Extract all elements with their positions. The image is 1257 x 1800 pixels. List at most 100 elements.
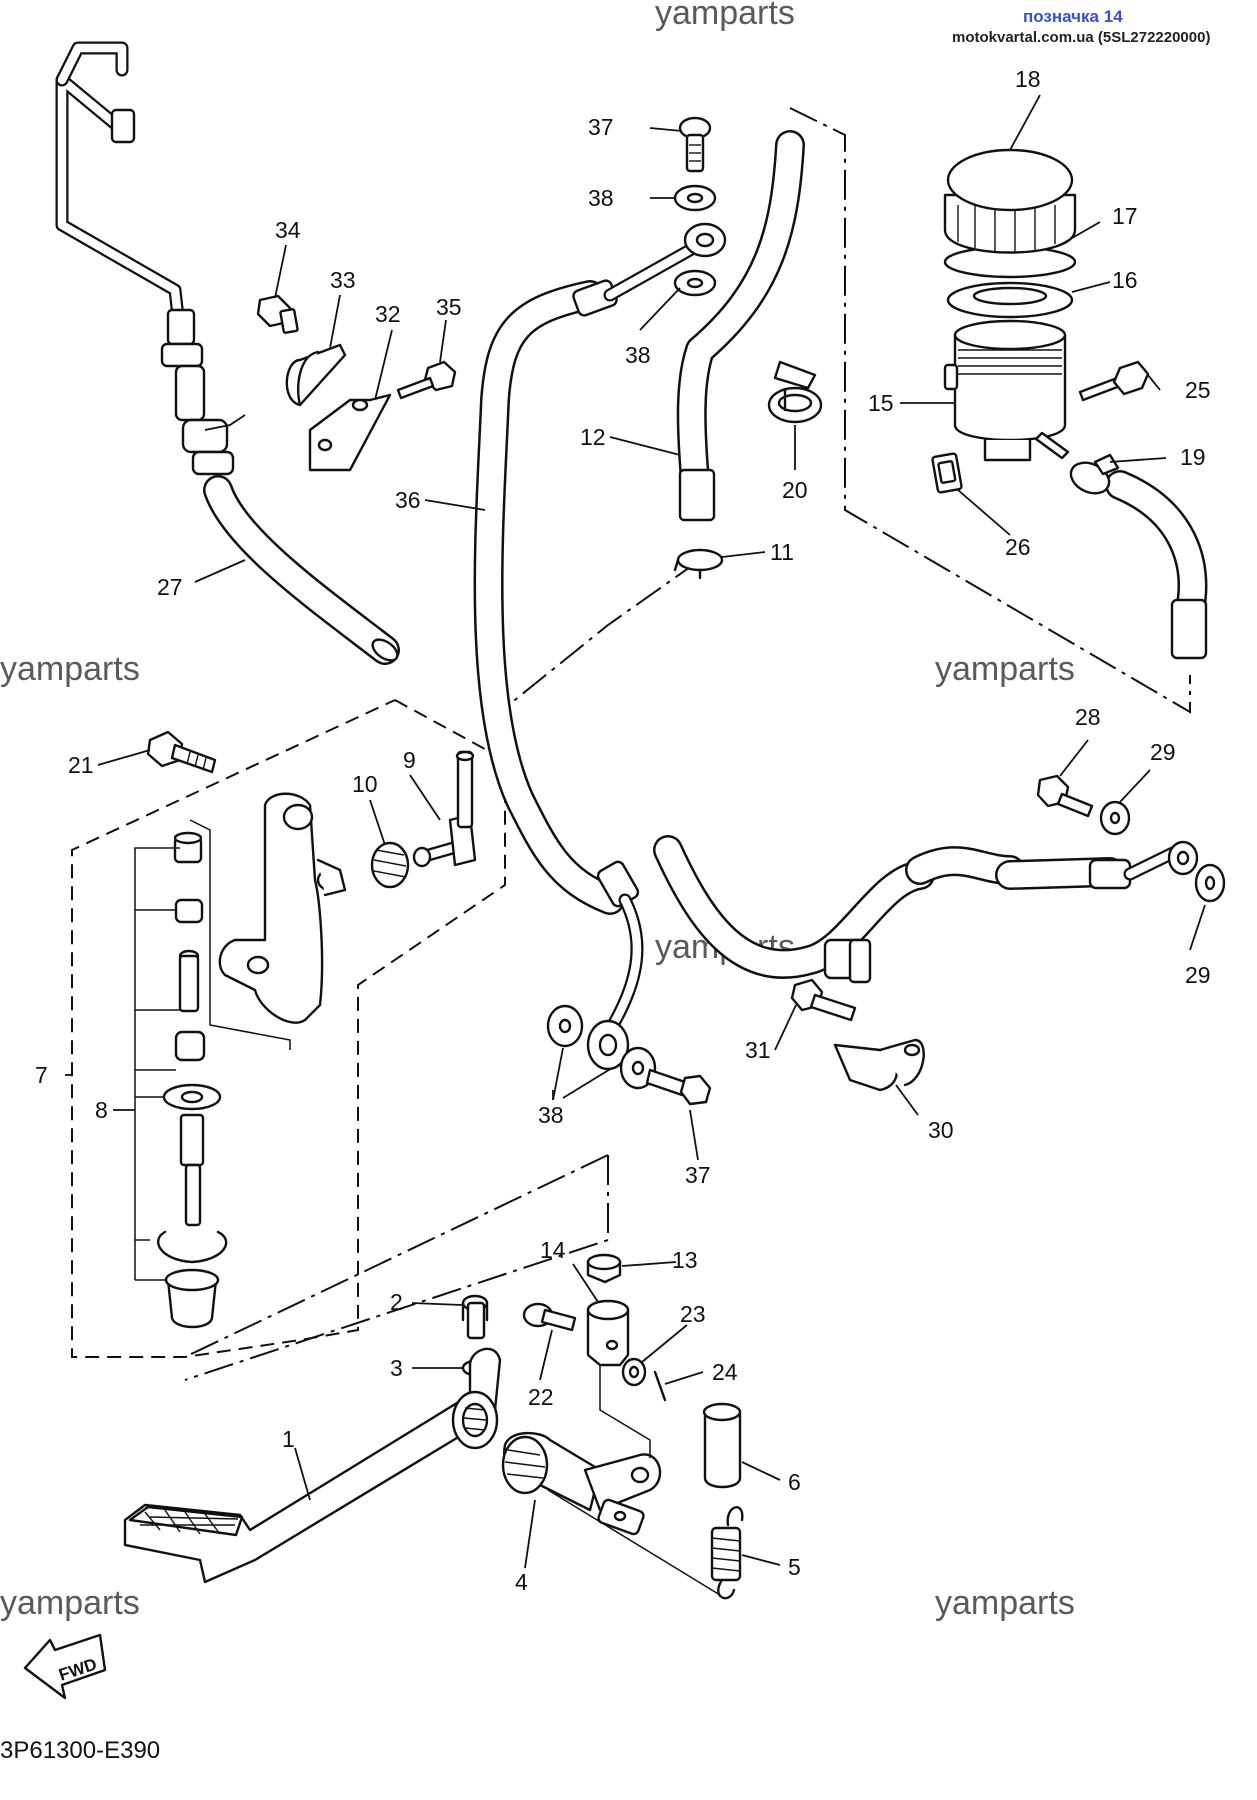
callout-38-top-2: 38	[625, 342, 651, 368]
washer-23	[621, 1357, 647, 1387]
callout-15: 15	[868, 390, 894, 416]
pushrod-9	[412, 750, 477, 868]
callout-8: 8	[95, 1097, 108, 1123]
callout-18: 18	[1015, 66, 1041, 92]
brake-pipe-lower	[603, 243, 697, 1037]
diaphragm-16	[946, 281, 1074, 319]
reference-lines	[184, 107, 1191, 1381]
clevis-14	[586, 1299, 630, 1367]
callout-29-lower: 29	[1185, 962, 1211, 988]
piston-kit-8	[157, 831, 228, 1329]
clamp-11	[673, 548, 724, 580]
callout-31: 31	[745, 1037, 771, 1063]
diagram-tag: позначка 14	[1023, 7, 1123, 26]
pedal-link-lines	[547, 1365, 721, 1596]
callout-34: 34	[275, 217, 301, 243]
callout-2: 2	[390, 1289, 403, 1315]
callout-27: 27	[157, 574, 183, 600]
brake-pipe-upper	[55, 41, 235, 476]
bolt-35	[396, 360, 457, 400]
callout-13: 13	[672, 1247, 698, 1273]
hose-to-caliper	[653, 835, 1199, 984]
callout-11: 11	[770, 539, 794, 565]
washer-38-top-1	[673, 184, 717, 212]
callout-labels: 18 17 16 15 25 19 26 20 12 11 37 38 38 3…	[35, 66, 1211, 1595]
callout-35: 35	[436, 294, 462, 320]
watermark: yamparts	[935, 650, 1075, 688]
bolt-31	[790, 978, 857, 1022]
bracket-33	[285, 343, 347, 407]
washer-29-upper	[1099, 800, 1131, 836]
callout-28: 28	[1075, 704, 1101, 730]
callout-20: 20	[782, 477, 808, 503]
callout-17: 17	[1112, 203, 1138, 229]
callout-23: 23	[680, 1301, 706, 1327]
callout-24: 24	[712, 1359, 738, 1385]
hose-12	[676, 130, 805, 522]
leader-lines	[65, 94, 1206, 1569]
diagram-code: 3P61300-E390	[0, 1737, 160, 1764]
callout-7: 7	[35, 1062, 48, 1088]
callout-3: 3	[390, 1355, 403, 1381]
bolt-25	[1078, 360, 1150, 402]
hose-27	[203, 475, 400, 665]
clamp-19	[1069, 453, 1120, 495]
callout-38-lower: 38	[538, 1102, 564, 1128]
callout-4: 4	[515, 1569, 528, 1595]
bolt-21	[146, 730, 217, 774]
pin-22	[522, 1302, 577, 1332]
washer-38-lower-1	[546, 1004, 584, 1048]
watermark: yamparts	[935, 1584, 1075, 1622]
callout-30: 30	[928, 1117, 954, 1143]
watermark-top: yamparts	[655, 0, 795, 32]
nut-13	[586, 1253, 622, 1284]
watermark: yamparts	[0, 650, 140, 688]
reservoir-hose	[1105, 470, 1208, 660]
callout-5: 5	[788, 1554, 801, 1580]
hose-36	[473, 279, 640, 915]
callout-37-lower: 37	[685, 1162, 711, 1188]
bracket-32	[308, 393, 392, 472]
banjo-fitting-lower	[586, 1019, 630, 1071]
bolt-26	[931, 431, 1070, 494]
spring-5	[710, 1506, 744, 1600]
callout-14: 14	[540, 1237, 566, 1263]
callout-22: 22	[528, 1384, 554, 1410]
reservoir-cap-18	[943, 148, 1077, 254]
callout-37-top: 37	[588, 114, 614, 140]
source-label: motokvartal.com.ua (5SL272220000)	[952, 29, 1210, 46]
sleeve-6	[702, 1402, 742, 1489]
callout-16: 16	[1112, 267, 1138, 293]
callout-9: 9	[403, 747, 416, 773]
master-cylinder-assembly-outline	[71, 699, 506, 1358]
shaft-4	[501, 1431, 662, 1536]
callout-12: 12	[580, 424, 606, 450]
callout-6: 6	[788, 1469, 801, 1495]
clamp-20	[767, 360, 823, 424]
callout-25: 25	[1185, 377, 1211, 403]
union-bolt-37-lower	[645, 1068, 712, 1106]
callout-1: 1	[282, 1426, 295, 1452]
bolt-2	[461, 1294, 489, 1340]
bracket-30	[833, 1038, 925, 1092]
callout-38-top-1: 38	[588, 185, 614, 211]
union-bolt-37-top	[678, 116, 712, 173]
callout-29-upper: 29	[1150, 739, 1176, 765]
washer-38-top-2	[673, 269, 717, 297]
washer-29-lower	[1194, 863, 1226, 903]
callout-10: 10	[352, 771, 378, 797]
master-cylinder-body	[218, 792, 347, 1024]
fwd-arrow-icon: FWD	[23, 1633, 107, 1700]
callout-36: 36	[395, 487, 421, 513]
callout-33: 33	[330, 267, 356, 293]
bolt-28	[1036, 774, 1094, 818]
callout-19: 19	[1180, 444, 1206, 470]
callout-21: 21	[68, 752, 94, 778]
reservoir-tank-15	[943, 319, 1067, 462]
callout-26: 26	[1005, 534, 1031, 560]
kit-bracket-lines	[134, 819, 291, 1281]
washer-38-lower-2	[619, 1046, 657, 1090]
cotter-pin-24	[653, 1370, 667, 1402]
banjo-fitting-top	[683, 222, 727, 258]
